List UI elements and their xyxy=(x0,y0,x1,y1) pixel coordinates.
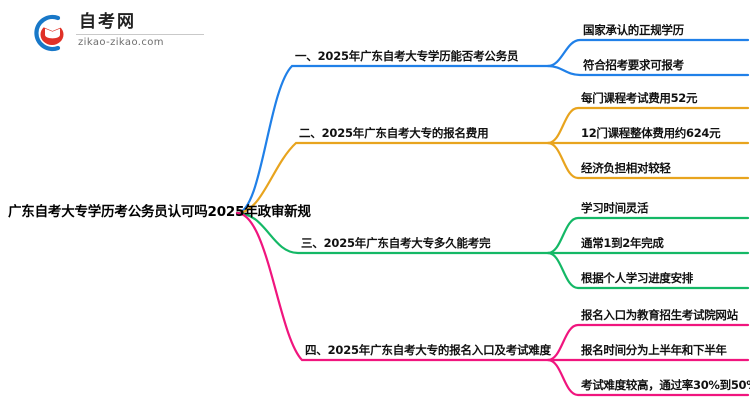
site-logo[interactable]: 自考网 zikao-zikao.com xyxy=(28,10,208,56)
logo-title: 自考网 xyxy=(79,12,136,32)
wire-root-to-branch-1 xyxy=(235,64,550,215)
mindmap-branch-1-leaf-2[interactable]: 符合招考要求可报考 xyxy=(583,58,684,72)
mindmap-branch-2-leaf-1[interactable]: 每门课程考试费用52元 xyxy=(581,91,698,105)
mindmap-branch-1-leaf-1[interactable]: 国家承认的正规学历 xyxy=(583,23,684,37)
logo-url: zikao-zikao.com xyxy=(78,37,164,48)
logo-divider xyxy=(76,34,204,35)
wire-branch-2-to-leaf-3 xyxy=(546,141,750,180)
mindmap-branch-2-leaf-2[interactable]: 12门课程整体费用约624元 xyxy=(581,126,721,140)
wire-branch-1-to-leaf-1 xyxy=(546,38,750,68)
mindmap-branch-3-leaf-3[interactable]: 根据个人学习进度安排 xyxy=(581,271,693,285)
wire-branch-4-to-leaf-3 xyxy=(546,358,750,397)
mindmap-branch-4-leaf-3[interactable]: 考试难度较高，通过率30%到50% xyxy=(581,378,750,392)
mindmap-root-node[interactable]: 广东自考大专学历考公务员认可吗2025年政审新规 xyxy=(8,204,311,220)
mindmap-branch-4-leaf-1[interactable]: 报名入口为教育招生考试院网站 xyxy=(581,308,738,322)
wire-branch-4-to-leaf-1 xyxy=(546,323,750,362)
wire-root-to-branch-4 xyxy=(235,211,550,362)
wire-root-to-branch-2 xyxy=(235,141,550,215)
logo-text: 自考网 zikao-zikao.com xyxy=(76,12,208,54)
wire-branch-3-to-leaf-3 xyxy=(546,251,750,290)
wire-branch-3-to-leaf-1 xyxy=(546,216,750,255)
mindmap-branch-4-leaf-2[interactable]: 报名时间分为上半年和下半年 xyxy=(581,343,727,357)
wire-branch-2-to-leaf-1 xyxy=(546,106,750,145)
wire-branch-1-to-leaf-2 xyxy=(546,64,750,77)
mindmap-branch-3-leaf-1[interactable]: 学习时间灵活 xyxy=(581,201,649,215)
mindmap-branch-3-leaf-2[interactable]: 通常1到2年完成 xyxy=(581,236,664,250)
mindmap-branch-2[interactable]: 二、2025年广东自考大专的报名费用 xyxy=(299,126,489,140)
mindmap-branch-1[interactable]: 一、2025年广东自考大专学历能否考公务员 xyxy=(295,49,519,63)
mindmap-branch-4[interactable]: 四、2025年广东自考大专的报名入口及考试难度 xyxy=(305,343,551,357)
mindmap-branch-2-leaf-3[interactable]: 经济负担相对较轻 xyxy=(581,161,671,175)
mindmap-branch-3[interactable]: 三、2025年广东自考大专多久能考完 xyxy=(301,236,491,250)
logo-mark-icon xyxy=(34,14,66,52)
wire-root-to-branch-3 xyxy=(235,211,550,255)
